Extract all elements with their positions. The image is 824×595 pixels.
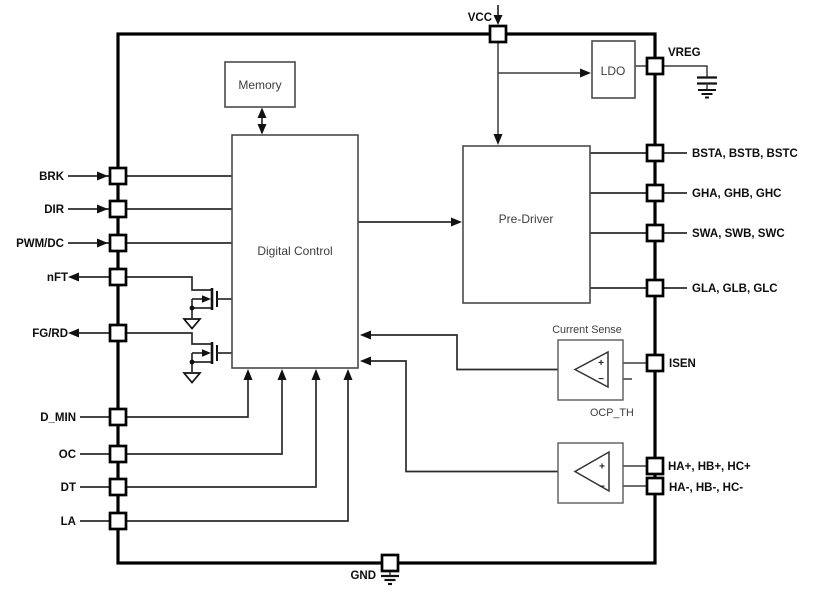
- cs-minus-sign: −: [598, 374, 604, 385]
- pin-label-dir: DIR: [44, 204, 65, 216]
- wire-la-in: [126, 372, 349, 522]
- nfet2-junction-dot: [189, 359, 195, 365]
- pin-gh: [645, 183, 665, 203]
- nfet1-arrow: [202, 295, 211, 303]
- memory-label: Memory: [238, 78, 281, 92]
- pin-haplus: [645, 456, 665, 476]
- pin-vreg: [645, 56, 665, 76]
- pin-label-gh: GHA, GHB, GHC: [692, 188, 781, 200]
- arrow-vcc-predriver: [493, 134, 503, 145]
- pin-sw: [645, 223, 665, 243]
- pin-dir: [108, 199, 128, 219]
- pin-gl: [645, 278, 665, 298]
- arrow-dc-predriver: [451, 217, 462, 227]
- nfet2-arrow: [202, 349, 211, 357]
- arrow-hall-dc: [360, 356, 371, 366]
- current-sense-comparator-icon: [573, 350, 609, 389]
- wire-vreg-cap: [663, 65, 708, 78]
- pin-label-pwmdc: PWM/DC: [16, 238, 64, 250]
- current-sense-label: Current Sense: [552, 324, 622, 336]
- pin-dt: [108, 477, 128, 497]
- ocp-th-label: OCP_TH: [590, 407, 634, 419]
- wire-cs-to-dc: [364, 334, 575, 371]
- pin-gnd: [380, 553, 400, 573]
- arrow-vcc-down: [493, 15, 503, 25]
- pin-label-isen: ISEN: [669, 358, 696, 370]
- pin-oc: [108, 444, 128, 464]
- ldo-label: LDO: [601, 64, 626, 78]
- wire-fgrd-in: [126, 332, 211, 345]
- pin-label-vreg: VREG: [668, 47, 701, 59]
- ldo-block: [591, 40, 636, 99]
- pin-vcc: [488, 24, 508, 44]
- pin-label-la: LA: [61, 516, 76, 528]
- pin-fgrd: [108, 323, 128, 343]
- nfet1-gnd-triangle-icon: [182, 318, 202, 330]
- pin-isen: [645, 353, 665, 373]
- pin-label-oc: OC: [59, 449, 76, 461]
- pin-label-gl: GLA, GLB, GLC: [692, 283, 778, 295]
- pin-label-gnd: GND: [350, 570, 376, 582]
- pin-label-vcc: VCC: [468, 12, 492, 24]
- arrow-la-up: [343, 369, 353, 380]
- cs-plus-sign: +: [598, 358, 604, 369]
- pin-label-bst: BSTA, BSTB, BSTC: [692, 148, 798, 160]
- arrow-cs-dc: [360, 330, 371, 340]
- arrow-brk-in: [97, 171, 108, 181]
- pin-label-dmin: D_MIN: [40, 412, 76, 424]
- pin-la: [108, 511, 128, 531]
- pin-label-haplus: HA+, HB+, HC+: [668, 461, 751, 473]
- pin-squares: [108, 24, 665, 573]
- wire-nft-in: [126, 276, 211, 291]
- pin-label-sw: SWA, SWB, SWC: [692, 228, 785, 240]
- arrow-fgrd-out: [68, 328, 79, 338]
- pre-driver-block: [462, 145, 591, 304]
- nfet-nft: [182, 288, 232, 330]
- arrow-oc-up: [277, 369, 287, 380]
- arrow-memory-down: [257, 124, 267, 135]
- arrow-dmin-up: [243, 369, 253, 380]
- labels: VCC GND BRK DIR PWM/DC nFT FG/RD D_MIN O…: [16, 12, 798, 582]
- hall-plus-sign: +: [599, 462, 605, 473]
- nfet2-gnd-triangle-icon: [182, 372, 202, 384]
- arrow-dir-in: [97, 204, 108, 214]
- arrow-nft-out: [68, 272, 79, 282]
- wire-hall-to-dc: [364, 360, 575, 473]
- wire-dmin-in: [126, 372, 249, 418]
- memory-block: [224, 61, 296, 108]
- pin-haminus: [645, 476, 665, 496]
- hall-comparator-icon: [573, 450, 610, 493]
- pin-brk: [108, 166, 128, 186]
- pin-pwmdc: [108, 233, 128, 253]
- arrow-dt-up: [311, 369, 321, 380]
- digital-control-label: Digital Control: [257, 244, 332, 258]
- pin-label-haminus: HA-, HB-, HC-: [669, 482, 743, 494]
- wire-oc-in: [126, 372, 283, 455]
- nfet-fgrd: [182, 342, 232, 384]
- hall-minus-sign: −: [599, 482, 605, 493]
- digital-control-block: [231, 134, 359, 369]
- pin-bst: [645, 143, 665, 163]
- pre-driver-label: Pre-Driver: [499, 212, 554, 226]
- pin-label-dt: DT: [61, 482, 76, 494]
- arrowheads: [68, 15, 591, 380]
- arrow-memory-up: [257, 107, 267, 118]
- arrow-vcc-ldo: [580, 68, 591, 78]
- pin-label-fgrd: FG/RD: [32, 328, 68, 340]
- pin-dmin: [108, 407, 128, 427]
- pin-nft: [108, 267, 128, 287]
- pin-label-brk: BRK: [39, 171, 65, 183]
- pin-label-nft: nFT: [47, 272, 68, 284]
- nfet1-junction-dot: [189, 305, 195, 311]
- wires: [68, 5, 717, 586]
- wire-dt-in: [126, 372, 317, 488]
- arrow-pwmdc-in: [97, 238, 108, 248]
